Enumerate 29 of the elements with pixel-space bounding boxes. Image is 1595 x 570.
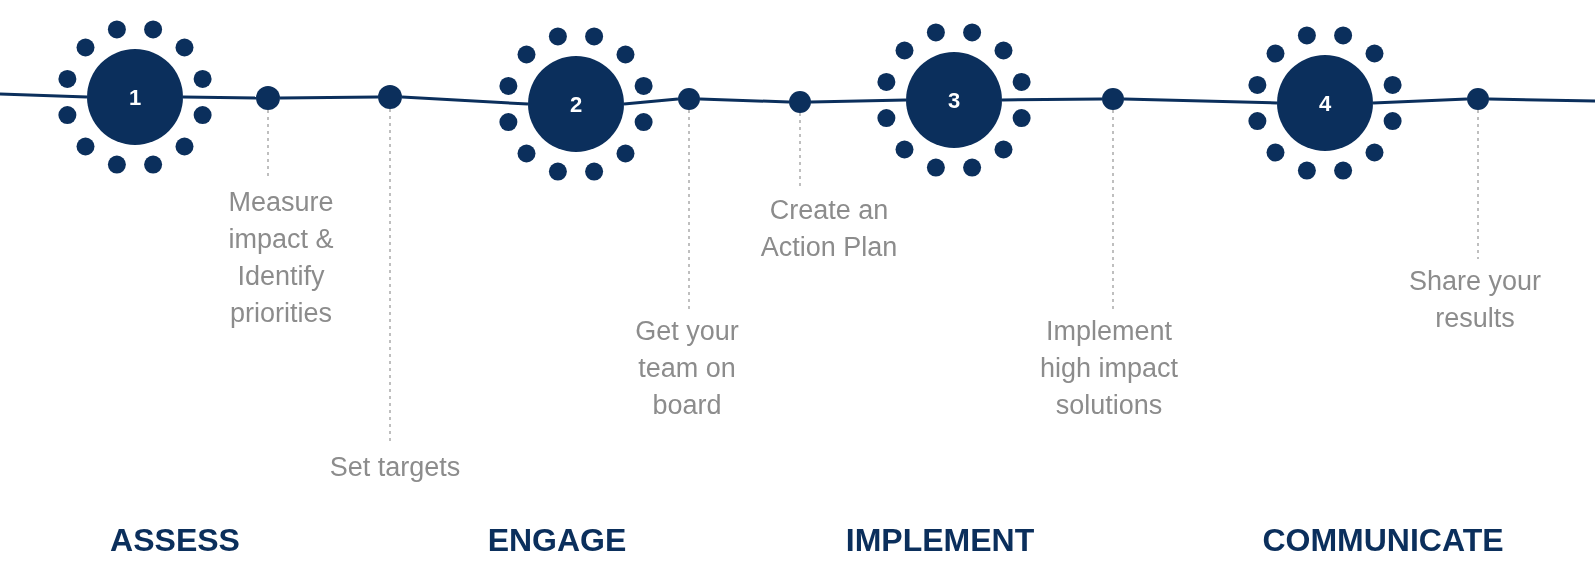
step-label: Share your results [1390,263,1560,337]
step-number: 1 [128,83,142,112]
timeline-line [1002,97,1102,102]
phase-title: ASSESS [110,521,240,560]
leader-line [1112,109,1114,310]
timeline-line [280,95,378,100]
timeline-line [182,95,257,100]
step-number: 2 [569,90,583,119]
step-label: Set targets [295,449,495,486]
step-number: 3 [947,86,961,115]
timeline-line [0,92,88,99]
leader-line [799,112,801,189]
phase-title: ENGAGE [487,521,627,560]
step-number: 4 [1318,89,1332,118]
timeline-line [1488,97,1595,103]
timeline-line [401,95,529,106]
step-label: Implement high impact solutions [1021,313,1197,424]
timeline-line [623,97,679,106]
step-label: Create an Action Plan [734,192,924,266]
timeline-line [1372,97,1468,105]
timeline-line [1123,97,1278,105]
phase-title: IMPLEMENT [845,521,1035,560]
step-label: Get your team on board [607,313,767,424]
leader-line [688,109,690,310]
step-label: Measure impact & Identify priorities [206,184,356,332]
timeline-line [699,97,790,104]
phase-title: COMMUNICATE [1262,521,1504,560]
leader-line [1477,109,1479,260]
timeline-line [810,98,907,104]
